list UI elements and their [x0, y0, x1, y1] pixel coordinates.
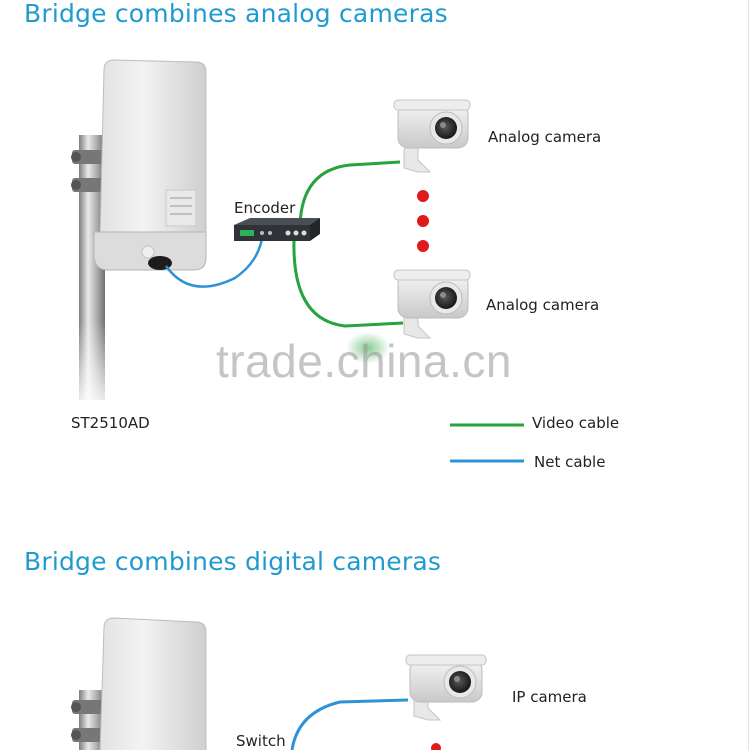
switch-label: Switch	[236, 732, 286, 750]
section-title-digital: Bridge combines digital cameras	[24, 547, 442, 576]
camera-label-3: IP camera	[512, 688, 587, 706]
camera-icon-2	[393, 269, 471, 339]
video-cable-top	[298, 160, 401, 226]
bridge-antenna-icon-2	[99, 617, 207, 750]
net-cable	[164, 237, 264, 288]
encoder-icon	[234, 218, 320, 241]
legend-video-label: Video cable	[532, 414, 620, 432]
camera-icon-3	[405, 654, 487, 721]
encoder-label: Encoder	[234, 199, 296, 217]
legend-net-label: Net cable	[534, 453, 606, 471]
device-model-label: ST2510AD	[71, 414, 150, 432]
watermark: trade.china.cn	[216, 335, 512, 387]
camera-label-1: Analog camera	[488, 128, 602, 146]
right-edge-line	[748, 0, 749, 750]
video-cable-bottom	[292, 239, 404, 328]
more-cameras-dot-2	[431, 743, 441, 750]
camera-icon-1	[393, 99, 471, 173]
net-cable-2	[290, 698, 409, 750]
more-cameras-dots	[417, 190, 429, 252]
video-cable-glow	[346, 332, 390, 364]
bridge-antenna-icon	[93, 59, 207, 271]
camera-label-2: Analog camera	[486, 296, 600, 314]
section-title-analog: Bridge combines analog cameras	[24, 0, 448, 28]
